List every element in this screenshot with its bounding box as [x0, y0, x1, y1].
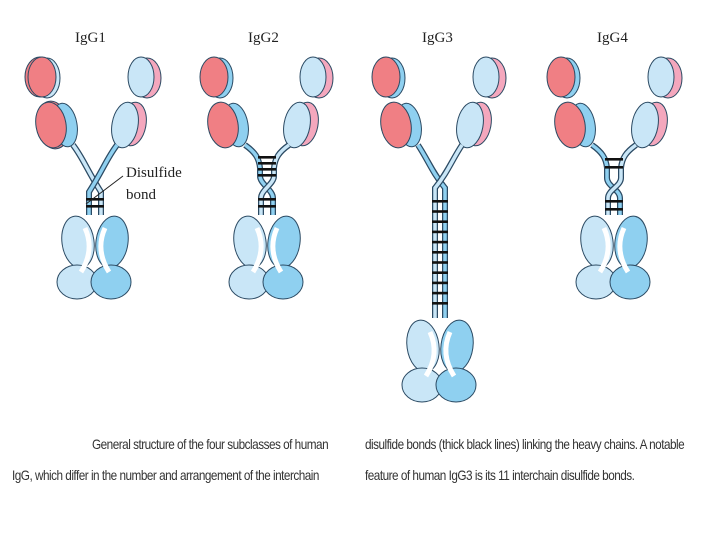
disulfide-bond [432, 210, 448, 213]
disulfide-bond [432, 240, 448, 244]
caption-left-line-2: IgG, which differ in the number and arra… [12, 467, 319, 483]
callout-disulfide: Disulfide [126, 165, 182, 181]
disulfide-bond [432, 271, 448, 274]
igg2-antibody [199, 56, 334, 300]
disulfide-bond [432, 200, 448, 203]
label-igg3: IgG3 [422, 30, 453, 46]
igg3-antibody [371, 56, 507, 403]
disulfide-bond [432, 251, 448, 254]
callout-bond: bond [126, 187, 157, 203]
disulfide-bond [432, 261, 448, 264]
callout-leader [85, 175, 124, 205]
igg1-antibody [24, 56, 162, 300]
igg-subclasses-diagram: IgG1 IgG2 IgG3 IgG4 Disulfide bond [24, 30, 683, 403]
igg3-disulfide-bonds [432, 200, 448, 305]
disulfide-bond [432, 220, 448, 223]
caption-left-line-1: General structure of the four subclasses… [92, 436, 329, 452]
disulfide-bond [432, 230, 448, 234]
label-igg2: IgG2 [248, 30, 279, 46]
disulfide-bond [432, 291, 448, 295]
label-igg4: IgG4 [597, 30, 628, 46]
igg4-antibody [546, 56, 683, 300]
disulfide-bond [432, 281, 448, 285]
disulfide-bond [432, 302, 448, 305]
label-igg1: IgG1 [75, 30, 106, 46]
caption-right-line-2: feature of human IgG3 is its 11 intercha… [365, 467, 635, 483]
caption-right-line-1: disulfide bonds (thick black lines) link… [365, 436, 685, 452]
